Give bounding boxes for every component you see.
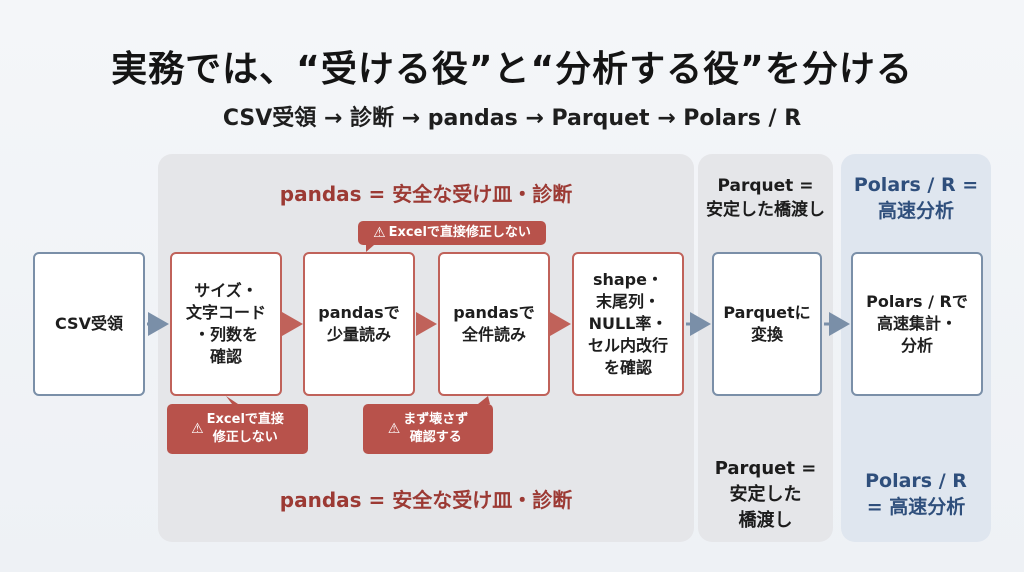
step-box-diagnose: shape・末尾列・ NULL率・セル内改行を確認	[572, 252, 684, 396]
step-box-csv: CSV受領	[33, 252, 145, 396]
text-line: Parquetに	[723, 303, 811, 322]
pandas-heading-bottom: pandas = 安全な受け皿・診断	[279, 488, 573, 512]
text-line: 文字コード	[185, 303, 266, 322]
text-line: 確認	[209, 347, 242, 366]
text-line: Excelで直接修正しない	[388, 225, 531, 240]
text-line: pandasで	[453, 303, 535, 322]
text-line: 確認する	[409, 430, 462, 445]
text-line: 少量読み	[326, 325, 391, 344]
text-line: Polars / R =	[853, 174, 979, 196]
text-line: 高速集計・	[876, 314, 957, 333]
text-line: Polars / R	[865, 470, 967, 492]
text-line: 変換	[750, 325, 783, 344]
step-box-small-read: pandasで少量読み	[303, 252, 415, 396]
parquet-heading-top: Parquet = 安定した橋渡し	[698, 174, 833, 222]
text-line: 橋渡し	[738, 510, 793, 531]
text-line: Excelで直接	[206, 412, 284, 427]
step-box-polars: Polars / Rで高速集計・分析	[851, 252, 983, 396]
warning-callout-middle: ⚠ まず壊さず確認する	[363, 404, 493, 454]
warning-callout-left: ⚠ Excelで直接修正しない	[167, 404, 308, 454]
callout-pointer	[366, 245, 374, 252]
text-line: 修正しない	[212, 430, 278, 445]
warning-triangle-icon: ⚠	[191, 421, 204, 437]
pandas-heading-top: pandas = 安全な受け皿・診断	[279, 182, 573, 206]
parquet-heading-bottom: Parquet = 安定した橋渡し	[698, 456, 833, 534]
text-line: = 高速分析	[866, 496, 966, 518]
text-line: ・列数を	[193, 325, 258, 344]
warning-callout-top: ⚠ Excelで直接修正しない	[358, 221, 546, 245]
text-line: 高速分析	[877, 200, 954, 222]
text-line: サイズ・	[194, 281, 258, 300]
text-line: 末尾列・	[595, 292, 660, 311]
text-line: CSV受領	[55, 314, 123, 333]
text-line: Polars / Rで	[866, 292, 968, 311]
warning-triangle-icon: ⚠	[387, 421, 401, 437]
text-line: を確認	[603, 358, 652, 377]
text-line: 安定した橋渡し	[706, 200, 825, 220]
polars-heading-top: Polars / R = 高速分析	[841, 172, 991, 224]
text-line: まず壊さず	[403, 412, 469, 427]
warning-triangle-icon: ⚠	[373, 225, 386, 241]
step-box-check-size: サイズ・文字コード・列数を確認	[170, 252, 282, 396]
callout-pointer	[226, 396, 238, 404]
text-line: shape・	[592, 270, 663, 289]
text-line: 分析	[900, 336, 933, 355]
text-line: セル内改行	[587, 336, 668, 355]
text-line: NULL率・	[588, 314, 668, 333]
text-line: 全件読み	[461, 325, 526, 344]
page-title: 実務では、“受ける役”と“分析する役”を分ける	[111, 49, 913, 90]
text-line: pandasで	[318, 303, 400, 322]
page-subtitle: CSV受領 → 診断 → pandas → Parquet → Polars /…	[222, 106, 802, 131]
step-box-parquet: Parquetに変換	[712, 252, 822, 396]
polars-heading-bottom: Polars / R = 高速分析	[841, 468, 991, 520]
callout-pointer	[478, 396, 490, 404]
text-line: 安定した	[729, 484, 802, 505]
text-line: Parquet =	[714, 458, 817, 479]
step-box-full-read: pandasで全件読み	[438, 252, 550, 396]
text-line: Parquet =	[717, 176, 814, 196]
